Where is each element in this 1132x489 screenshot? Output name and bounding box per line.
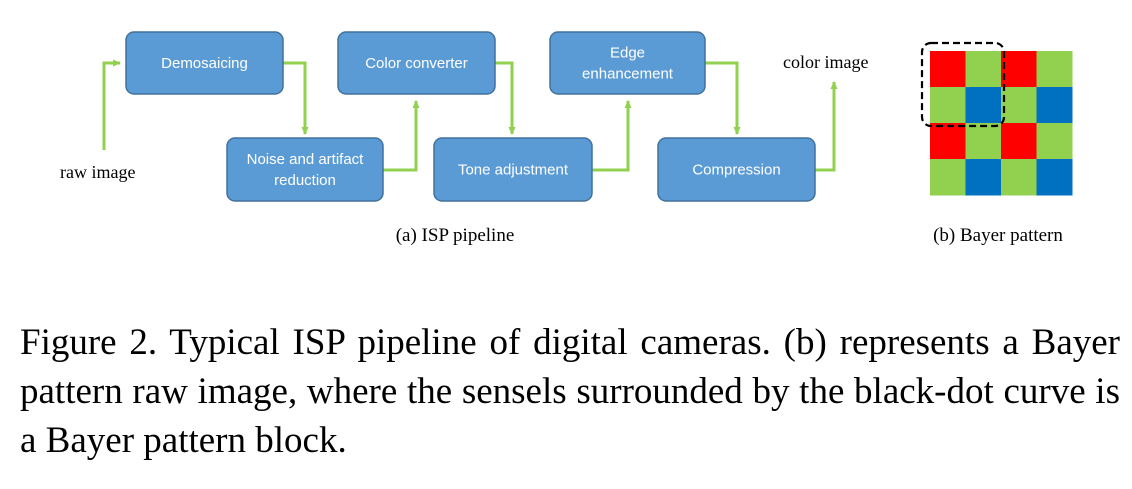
arrow-demosaicing-to-noise (283, 61, 309, 135)
bayer-cell-green (1001, 87, 1037, 124)
pipeline-box-shape (549, 31, 706, 95)
pipeline-box-shape (433, 137, 593, 202)
pipeline-box-label: Compression (692, 162, 780, 179)
pipeline-box-demosaicing: Demosaicing (125, 31, 284, 95)
bayer-cell-green (1036, 123, 1073, 160)
bayer-cell-blue (965, 87, 1002, 124)
pipeline-box-label: reduction (274, 172, 336, 189)
bayer-cell-red (930, 123, 966, 160)
pipeline-box-shape (125, 31, 284, 95)
arrow-raw-to-demosaicing (102, 59, 121, 150)
raw-image-label: raw image (60, 162, 135, 182)
pipeline-box-label: Noise and artifact (247, 151, 365, 168)
bayer-cell-blue (1036, 159, 1073, 196)
pipeline-box-tone: Tone adjustment (433, 137, 593, 202)
bayer-cell-red (930, 51, 966, 88)
bayer-pattern-grid (930, 51, 1073, 196)
pipeline-box-label: Demosaicing (161, 55, 248, 72)
figure-caption: Figure 2. Typical ISP pipeline of digita… (20, 322, 1120, 461)
pipeline-box-shape (657, 137, 816, 202)
pipeline-box-label: enhancement (582, 66, 674, 83)
pipeline-box-label: Tone adjustment (458, 162, 569, 179)
pipeline-box-noise: Noise and artifact reduction (226, 137, 384, 202)
color-image-label: color image (783, 52, 868, 72)
bayer-cell-blue (1036, 87, 1073, 124)
bayer-cell-blue (965, 159, 1002, 196)
pipeline-box-edge: Edge enhancement (549, 31, 706, 95)
bayer-cell-red (1001, 51, 1037, 88)
bayer-cell-green (1001, 159, 1037, 196)
bayer-cell-green (1036, 51, 1073, 88)
pipeline-connectors (102, 59, 838, 172)
pipeline-box-label: Edge (610, 45, 645, 62)
bayer-cell-red (1001, 123, 1037, 160)
arrow-tone-to-edge (592, 100, 632, 172)
subcaption-isp-pipeline: (a) ISP pipeline (396, 225, 515, 246)
pipeline-box-color-converter: Color converter (337, 31, 496, 95)
arrow-compression-to-output (815, 81, 838, 172)
pipeline-box-compression: Compression (657, 137, 816, 202)
bayer-cell-green (965, 51, 1002, 88)
arrow-noise-to-color-converter (383, 100, 420, 172)
bayer-block-outline (920, 41, 1006, 128)
arrow-edge-to-compression (705, 61, 741, 135)
arrow-color-converter-to-tone (495, 61, 516, 135)
bayer-cell-green (930, 159, 966, 196)
bayer-cell-green (930, 87, 966, 124)
pipeline-box-label: Color converter (365, 55, 468, 72)
pipeline-box-shape (226, 137, 384, 202)
pipeline-box-shape (337, 31, 496, 95)
bayer-cell-green (965, 123, 1002, 160)
subcaption-bayer-pattern: (b) Bayer pattern (933, 225, 1063, 246)
